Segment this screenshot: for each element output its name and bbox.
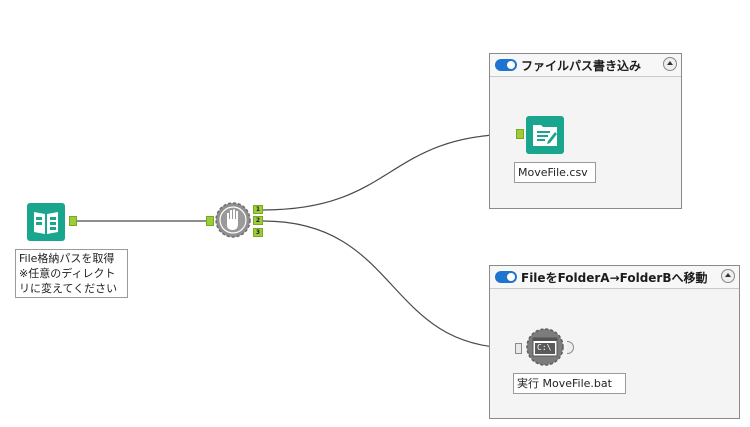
hand-stop-icon bbox=[215, 202, 251, 238]
run-command-tool[interactable]: C:\ bbox=[525, 327, 565, 367]
write-file-icon bbox=[526, 116, 564, 154]
book-icon bbox=[27, 203, 65, 241]
output-tool-input-anchor[interactable] bbox=[516, 129, 524, 139]
command-prompt-icon bbox=[526, 328, 564, 366]
container-enable-toggle[interactable] bbox=[495, 59, 517, 71]
block-output-anchor-2[interactable]: 2 bbox=[253, 216, 263, 225]
command-tool-input-anchor[interactable] bbox=[515, 343, 522, 354]
block-output-anchor-3[interactable]: 3 bbox=[253, 228, 263, 237]
output-tool-annotation: MoveFile.csv bbox=[514, 162, 596, 183]
container-header: ファイルパス書き込み bbox=[490, 54, 681, 77]
collapse-icon[interactable] bbox=[721, 269, 735, 283]
block-until-done-tool[interactable] bbox=[214, 201, 252, 239]
input-tool-annotation: File格納パスを取得 ※任意のディレクト リに変えてください bbox=[15, 249, 128, 298]
container-title: ファイルパス書き込み bbox=[521, 59, 642, 73]
wire-block-to-command bbox=[262, 220, 514, 349]
input-data-tool[interactable] bbox=[27, 203, 65, 241]
output-data-tool[interactable] bbox=[526, 116, 564, 154]
input-tool-output-anchor[interactable] bbox=[69, 216, 77, 226]
block-output-anchor-1[interactable]: 1 bbox=[253, 205, 263, 214]
command-tool-annotation: 実行 MoveFile.bat bbox=[513, 373, 626, 394]
container-file-path-write[interactable]: ファイルパス書き込み bbox=[489, 53, 682, 209]
container-enable-toggle[interactable] bbox=[495, 271, 517, 283]
container-header: FileをFolderA→FolderBへ移動 bbox=[490, 266, 739, 289]
block-tool-input-anchor[interactable] bbox=[206, 216, 214, 226]
container-title: FileをFolderA→FolderBへ移動 bbox=[521, 271, 708, 285]
collapse-icon[interactable] bbox=[663, 57, 677, 71]
command-prompt-text: C:\ bbox=[537, 343, 552, 352]
wire-block-to-output bbox=[262, 133, 516, 211]
